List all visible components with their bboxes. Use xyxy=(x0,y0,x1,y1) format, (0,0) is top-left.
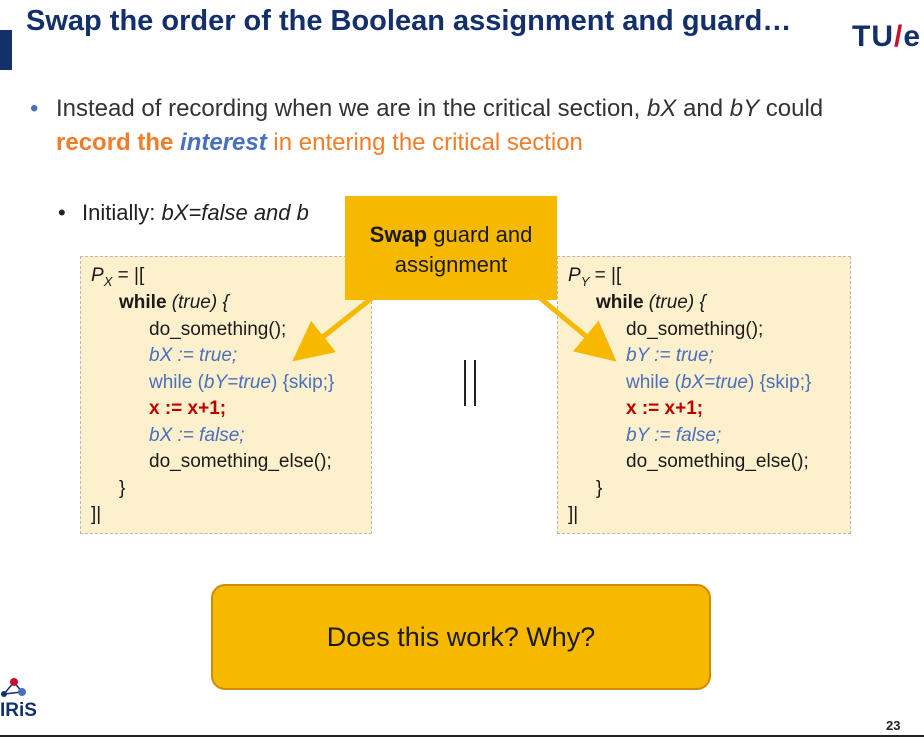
process-x-line4: x := x+1; xyxy=(149,398,227,419)
process-x-close: ]| xyxy=(91,504,102,525)
process-y-line3: while (bX=true) {skip;} xyxy=(626,372,812,393)
bullet-dot-icon: • xyxy=(58,200,66,225)
process-y-line4: x := x+1; xyxy=(626,398,704,419)
process-y-line5: bY := false; xyxy=(626,425,722,446)
footer-line xyxy=(0,735,924,737)
question-box: Does this work? Why? xyxy=(211,584,711,690)
iris-logo-text: IRiS xyxy=(0,700,37,721)
process-x-line5: bX := false; xyxy=(149,425,245,446)
page-number: 23 xyxy=(886,718,901,733)
process-y-while: while (true) { xyxy=(596,292,706,313)
bullet-text: Instead of recording when we are in the … xyxy=(56,95,824,156)
process-y-line2: bY := true; xyxy=(626,345,714,366)
slide-title: Swap the order of the Boolean assignment… xyxy=(26,5,792,37)
process-x-line3: while (bY=true) {skip;} xyxy=(149,372,335,393)
title-accent-bar xyxy=(0,30,12,70)
process-x-header: PX = |[ xyxy=(91,265,145,289)
iris-logo: IRiS xyxy=(0,672,60,732)
bullet-initially: •Initially: bX=false and b xyxy=(58,198,309,228)
process-x-line6: do_something_else(); xyxy=(149,451,332,472)
process-y-close: ]| xyxy=(568,504,579,525)
parallel-composition-icon xyxy=(458,360,482,406)
process-y-line6: do_something_else(); xyxy=(626,451,809,472)
process-y-header: PY = |[ xyxy=(568,265,622,289)
process-x-line1: do_something(); xyxy=(149,319,287,340)
process-x-line2: bX := true; xyxy=(149,345,238,366)
swap-callout: Swap guard and assignment xyxy=(345,196,557,300)
process-y-box: PY = |[ while (true) { do_something(); b… xyxy=(557,256,851,534)
tue-logo: TU/e xyxy=(852,20,922,53)
bullet-dot-icon: • xyxy=(30,95,39,122)
process-x-while: while (true) { xyxy=(119,292,229,313)
process-x-box: PX = |[ while (true) { do_something(); b… xyxy=(80,256,372,534)
iris-network-icon xyxy=(1,678,26,697)
process-y-line1: do_something(); xyxy=(626,319,764,340)
process-y-close-brace: } xyxy=(596,478,603,499)
process-x-close-brace: } xyxy=(119,478,126,499)
